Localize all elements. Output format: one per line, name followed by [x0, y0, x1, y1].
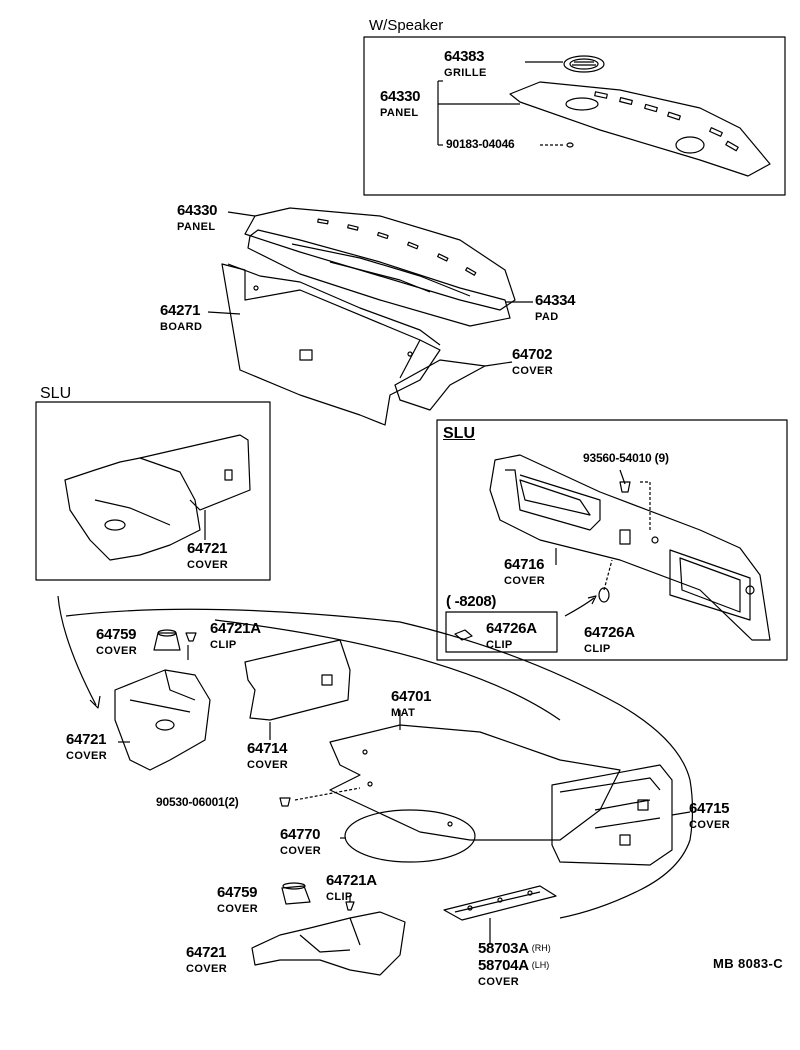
- part-name: COVER: [187, 559, 229, 571]
- part-number: 64714: [247, 740, 288, 757]
- part-number: 64721A: [326, 872, 377, 889]
- part-number: 64271: [160, 302, 201, 319]
- part-name: COVER: [96, 645, 138, 657]
- part-name: COVER: [689, 819, 731, 831]
- part-name: COVER: [512, 365, 554, 377]
- cover-64759-lower-part: [281, 882, 311, 905]
- part-name: PANEL: [177, 221, 216, 233]
- part-name: CLIP: [326, 891, 353, 903]
- cover-64715-part: [551, 764, 673, 866]
- reference-code: MB 8083-C: [713, 956, 784, 971]
- cover-64770-part: [344, 809, 476, 863]
- part-number: 58703A: [478, 940, 529, 957]
- label-64721a-clip-upper: 64721A CLIP: [210, 620, 261, 651]
- part-name: PANEL: [380, 107, 419, 119]
- clip-64721a-lower-part: [345, 901, 355, 911]
- label-64721-slu: 64721 COVER: [187, 540, 228, 571]
- label-64770: 64770 COVER: [280, 826, 321, 857]
- label-64759-upper: 64759 COVER: [96, 626, 137, 657]
- part-number: 64759: [96, 626, 137, 643]
- part-name: GRILLE: [444, 67, 487, 79]
- part-number: 64701: [391, 688, 432, 705]
- label-90530-06001: 90530-06001(2): [156, 795, 239, 809]
- label-64330-panel: 64330 PANEL: [177, 202, 218, 233]
- trunk-outline: [65, 608, 694, 919]
- speaker-box-title: W/Speaker: [369, 17, 444, 34]
- part-name: COVER: [280, 845, 322, 857]
- part-number: 64721: [186, 944, 227, 961]
- part-name: BOARD: [160, 321, 203, 333]
- part-name: CLIP: [210, 639, 237, 651]
- part-number: 64770: [280, 826, 321, 843]
- slu-left-frame: [35, 401, 271, 581]
- label-64759-lower: 64759 COVER: [217, 884, 258, 915]
- part-name: CLIP: [584, 643, 611, 655]
- label-64721-lower: 64721 COVER: [186, 944, 227, 975]
- speaker-panel-part: [509, 81, 771, 177]
- label-64721a-clip-lower: 64721A CLIP: [326, 872, 377, 903]
- cover-64721-mid-part: [114, 669, 211, 771]
- mat-part: [329, 724, 621, 841]
- part-number: 64715: [689, 800, 730, 817]
- part-number: 64721: [66, 731, 107, 748]
- screw-90530-part: [279, 787, 361, 807]
- part-number: 64334: [535, 292, 576, 309]
- label-64715: 64715 COVER: [689, 800, 730, 831]
- part-number: 64702: [512, 346, 553, 363]
- part-name: CLIP: [486, 639, 513, 651]
- part-number: 64726A: [486, 620, 537, 637]
- label-93560-54010: 93560-54010 (9): [583, 451, 669, 465]
- part-name: COVER: [217, 903, 259, 915]
- label-58703a: 58703A(RH): [478, 940, 551, 958]
- part-number: 64716: [504, 556, 545, 573]
- bracket-58703a-part: [443, 885, 557, 921]
- label-64702: 64702 COVER: [512, 346, 553, 377]
- side-lh: (LH): [531, 960, 550, 970]
- label-64716: 64716 COVER: [504, 556, 545, 587]
- label-90183-04046: 90183-04046: [446, 137, 515, 151]
- label-64330-speaker: 64330 PANEL: [380, 88, 421, 119]
- slu-right-trim-part: [489, 454, 771, 641]
- part-number: 64330: [380, 88, 421, 105]
- part-name: MAT: [391, 707, 416, 719]
- part-name: COVER: [478, 976, 520, 988]
- part-name: COVER: [247, 759, 289, 771]
- slu-right-title: SLU: [443, 425, 475, 442]
- label-58704a: 58704A(LH) COVER: [478, 957, 549, 988]
- part-number: 58704A: [478, 957, 529, 974]
- label-64271: 64271 BOARD: [160, 302, 202, 333]
- part-number: 64726A: [584, 624, 635, 641]
- clip-64721a-upper-part: [185, 632, 197, 642]
- cover-64759-upper-part: [153, 629, 181, 651]
- part-name: COVER: [66, 750, 108, 762]
- part-number: 64330: [177, 202, 218, 219]
- slu-right-frame: [436, 419, 788, 661]
- cover-64714-part: [244, 639, 351, 721]
- slu-right-fasteners: [598, 469, 651, 603]
- speaker-box-frame: [363, 36, 786, 196]
- label-64714: 64714 COVER: [247, 740, 288, 771]
- side-rh: (RH): [531, 943, 551, 953]
- slu-left-cover-part: [64, 434, 251, 561]
- cover-64721-lower-part: [251, 911, 406, 976]
- label-64721-mid: 64721 COVER: [66, 731, 107, 762]
- grille-part: [563, 55, 605, 73]
- part-name: PAD: [535, 311, 559, 323]
- package-tray-panel-part: [244, 207, 516, 327]
- label-64701: 64701 MAT: [391, 688, 432, 719]
- label-64334: 64334 PAD: [535, 292, 576, 323]
- part-number: 64721A: [210, 620, 261, 637]
- part-name: COVER: [186, 963, 228, 975]
- slu-left-title: SLU: [40, 385, 72, 402]
- label-64726a: 64726A CLIP: [584, 624, 635, 655]
- label-64383: 64383 GRILLE: [444, 48, 487, 79]
- part-number: 64383: [444, 48, 485, 65]
- part-name: COVER: [504, 575, 546, 587]
- label-64726a-inset: 64726A CLIP: [486, 620, 537, 651]
- part-number: 64721: [187, 540, 228, 557]
- part-number: 64759: [217, 884, 258, 901]
- board-part: [221, 263, 486, 426]
- label-8208: ( -8208): [446, 593, 497, 610]
